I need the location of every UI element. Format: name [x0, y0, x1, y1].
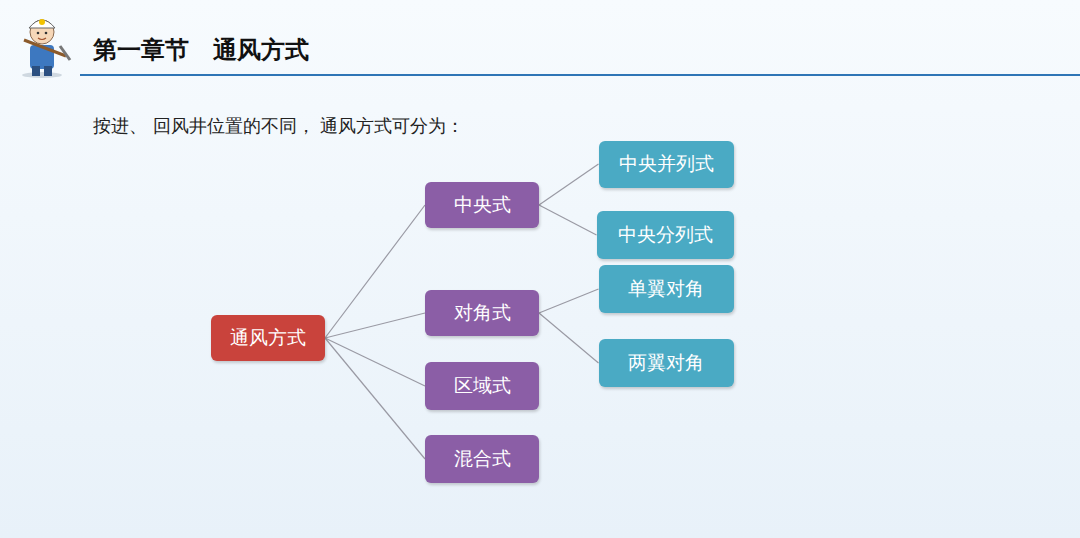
subtype-box: 两翼对角 — [599, 339, 734, 387]
category-box: 混合式 — [425, 435, 539, 483]
category-box: 对角式 — [425, 290, 539, 336]
connector-line — [325, 338, 425, 459]
connector-line — [539, 289, 599, 313]
subtype-box: 单翼对角 — [599, 265, 734, 313]
connector-line — [539, 164, 599, 205]
box-label: 通风方式 — [230, 325, 306, 351]
box-label: 中央并列式 — [619, 151, 714, 177]
subtype-box: 中央并列式 — [599, 141, 734, 188]
intro-text: 按进、 回风井位置的不同， 通风方式可分为： — [93, 114, 464, 138]
connector-line — [539, 205, 597, 235]
connector-line — [539, 313, 599, 363]
subtype-box: 中央分列式 — [597, 211, 734, 259]
box-label: 混合式 — [454, 446, 511, 472]
connector-line — [325, 205, 425, 338]
category-box: 区域式 — [425, 362, 539, 410]
box-label: 区域式 — [454, 373, 511, 399]
connector-line — [325, 338, 425, 386]
box-label: 两翼对角 — [628, 350, 704, 376]
miner-icon — [22, 19, 70, 78]
root-box: 通风方式 — [211, 315, 325, 361]
box-label: 中央分列式 — [618, 222, 713, 248]
connector-line — [325, 313, 425, 338]
page-title: 第一章节 通风方式 — [93, 34, 309, 66]
box-label: 中央式 — [454, 192, 511, 218]
box-label: 对角式 — [454, 300, 511, 326]
box-label: 单翼对角 — [628, 276, 704, 302]
header-rule — [80, 74, 1080, 76]
category-box: 中央式 — [425, 182, 539, 228]
